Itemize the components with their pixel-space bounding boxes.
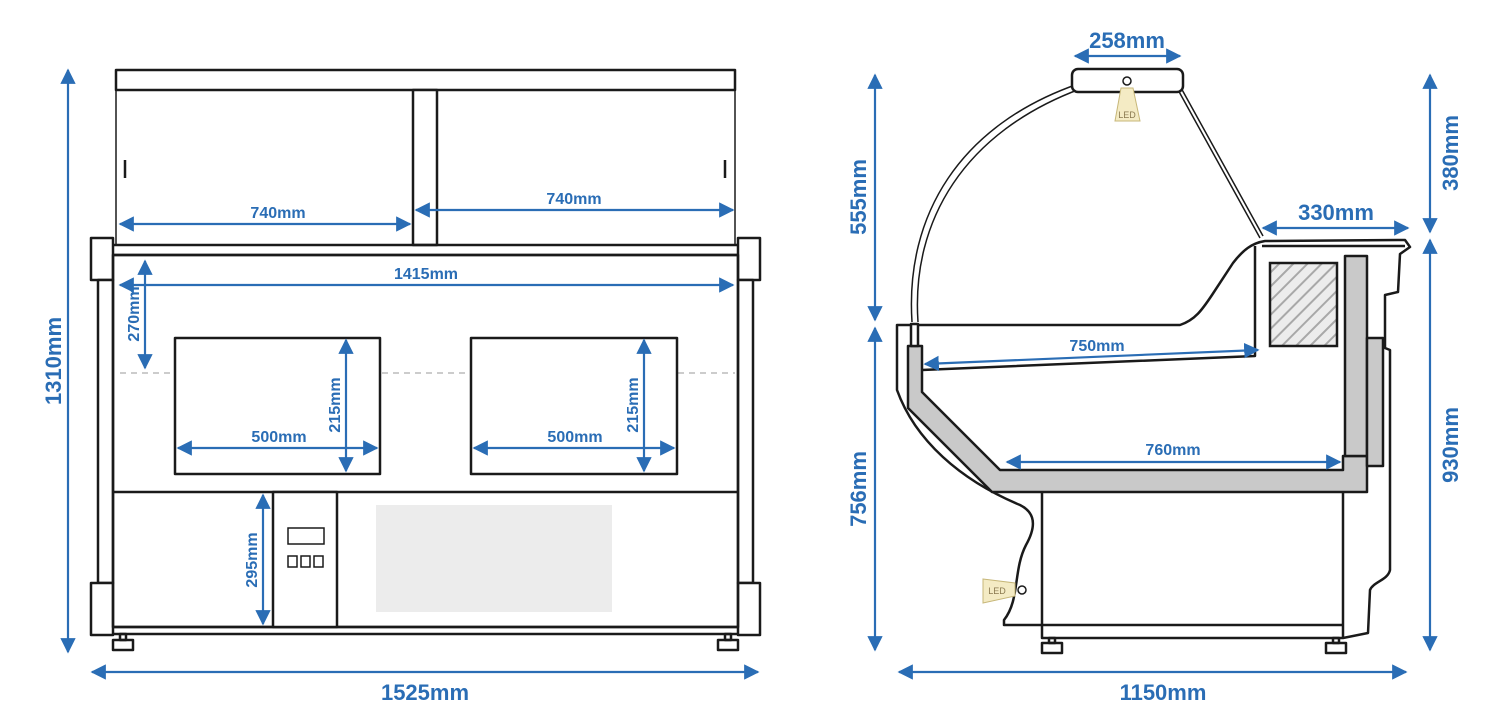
dimensions: 1310mm 1525mm 740mm 740mm 1415mm 270mm 5… bbox=[41, 28, 1463, 705]
led-beam-bottom bbox=[982, 578, 1016, 604]
dim-upper-deck: 750mm bbox=[1069, 338, 1124, 355]
dim-total-depth: 1150mm bbox=[1120, 680, 1207, 705]
front-window-left bbox=[173, 336, 382, 476]
dim-upper-height: 555mm bbox=[846, 159, 871, 235]
dim-total-height: 1310mm bbox=[41, 317, 66, 405]
front-glass-divider bbox=[411, 88, 439, 247]
control-button bbox=[300, 555, 311, 568]
dim-bottom-right-height: 930mm bbox=[1438, 407, 1463, 483]
front-glass-top-bar bbox=[114, 68, 737, 92]
dim-top-right-height: 380mm bbox=[1438, 115, 1463, 191]
dim-glass-left: 740mm bbox=[250, 205, 305, 222]
side-foot-left bbox=[1040, 641, 1064, 655]
dim-inner-width: 1415mm bbox=[394, 266, 458, 283]
side-view: LED LED bbox=[895, 67, 1412, 655]
front-post-top-right bbox=[736, 236, 762, 282]
side-rear-panel bbox=[1343, 254, 1369, 458]
front-grille bbox=[376, 505, 612, 612]
dim-line bbox=[923, 342, 1260, 372]
dim-light-width: 258mm bbox=[1089, 28, 1165, 53]
control-panel bbox=[271, 490, 339, 629]
front-post-bottom-right bbox=[736, 581, 762, 637]
front-foot-left bbox=[111, 638, 135, 652]
dim-window-right-height: 215mm bbox=[625, 377, 642, 432]
dim-lower-deck: 760mm bbox=[1145, 442, 1200, 459]
led-label-bottom: LED bbox=[988, 586, 1006, 596]
front-foot-right bbox=[716, 638, 740, 652]
control-button bbox=[313, 555, 324, 568]
dim-top-depth: 270mm bbox=[126, 286, 143, 341]
led-beam-top bbox=[1114, 87, 1141, 122]
dim-lower-height: 756mm bbox=[846, 451, 871, 527]
dim-base-height: 295mm bbox=[244, 532, 261, 587]
dim-window-left-width: 500mm bbox=[251, 429, 306, 446]
front-window-right bbox=[469, 336, 679, 476]
side-foot-right bbox=[1324, 641, 1348, 655]
dim-total-width: 1525mm bbox=[381, 680, 469, 705]
side-curved-glass bbox=[910, 83, 1079, 323]
dim-window-right-width: 500mm bbox=[547, 429, 602, 446]
side-tub bbox=[906, 344, 1369, 494]
side-rear-vent bbox=[1365, 336, 1385, 468]
front-post-top-left bbox=[89, 236, 115, 282]
side-hatched-box bbox=[1268, 261, 1339, 348]
dim-window-left-height: 215mm bbox=[327, 377, 344, 432]
dim-shelf-depth: 330mm bbox=[1298, 200, 1374, 225]
front-view bbox=[89, 68, 762, 652]
control-display bbox=[287, 527, 325, 545]
front-post-bottom-left bbox=[89, 581, 115, 637]
dim-glass-right: 740mm bbox=[546, 191, 601, 208]
control-button bbox=[287, 555, 298, 568]
led-label-top: LED bbox=[1118, 110, 1136, 120]
